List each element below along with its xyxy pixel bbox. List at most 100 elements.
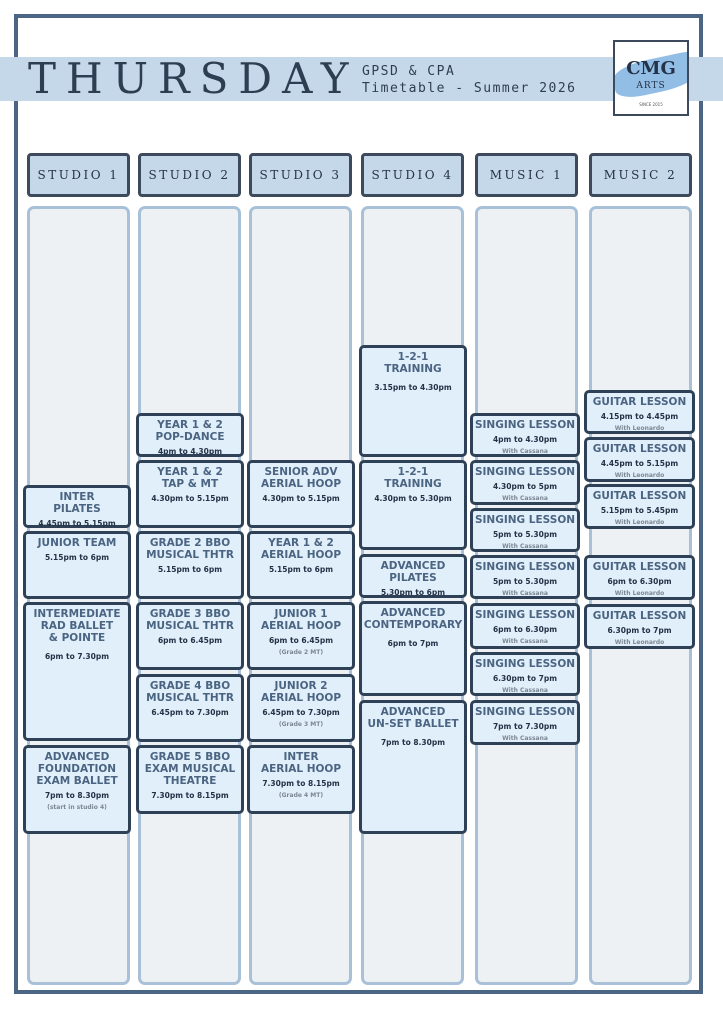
class-time: 5pm to 5.30pm xyxy=(492,530,558,539)
class-note: (Grade 3 MT) xyxy=(278,721,324,728)
class-title: GUITAR LESSON xyxy=(592,490,687,502)
class-title: AERIAL HOOP xyxy=(260,692,342,704)
class-time: 5.15pm to 6pm xyxy=(157,565,223,574)
class-title: AERIAL HOOP xyxy=(260,478,342,490)
logo-main: CMG xyxy=(626,58,676,79)
class-title: UN-SET BALLET xyxy=(367,718,459,730)
class-time: 6pm to 6.30pm xyxy=(607,577,672,586)
class-title: ADVANCED xyxy=(44,751,110,763)
class-time: 5.15pm to 5.45pm xyxy=(600,506,679,515)
class-title: GUITAR LESSON xyxy=(592,396,687,408)
class-title: MUSICAL THTR xyxy=(146,692,234,704)
page-frame xyxy=(14,14,703,994)
class-title: GRADE 3 BBO xyxy=(149,608,231,620)
class-title: INTER xyxy=(283,751,319,763)
logo-since: SINCE 2015 xyxy=(639,102,663,107)
class-time: 6pm to 7.30pm xyxy=(44,652,110,661)
class-title: GUITAR LESSON xyxy=(592,610,687,622)
class-title: EXAM MUSICAL xyxy=(144,763,236,775)
class-time: 4.30pm to 5.30pm xyxy=(374,494,452,503)
class-title: PILATES xyxy=(53,503,101,515)
class-time: 6.30pm to 7pm xyxy=(607,626,672,635)
class-title: INTER xyxy=(59,491,95,503)
class-title: SINGING LESSON xyxy=(474,609,576,621)
class-title: TRAINING xyxy=(384,478,442,490)
class-title: JUNIOR 1 xyxy=(274,608,328,620)
class-title: SINGING LESSON xyxy=(474,706,576,718)
class-note: (Grade 4 MT) xyxy=(278,792,324,799)
class-title: AERIAL HOOP xyxy=(260,549,342,561)
class-time: 7pm to 7.30pm xyxy=(492,722,558,731)
class-title: YEAR 1 & 2 xyxy=(268,537,334,549)
class-note: With Cassana xyxy=(502,735,548,742)
class-time: 4.30pm to 5.15pm xyxy=(262,494,340,503)
class-title: GUITAR LESSON xyxy=(592,443,687,455)
column-header-5: MUSIC 1 xyxy=(475,153,578,197)
class-title: 1-2-1 xyxy=(397,351,429,363)
logo-sub: ARTS xyxy=(636,81,666,91)
class-time: 4.45pm to 5.15pm xyxy=(38,519,116,528)
class-time: 7pm to 8.30pm xyxy=(44,791,110,800)
class-title: JUNIOR TEAM xyxy=(37,537,117,549)
subtitle-line-1: GPSD & CPA xyxy=(362,64,456,79)
class-time: 7.30pm to 8.15pm xyxy=(151,791,229,800)
class-title: ADVANCED xyxy=(380,607,446,619)
class-title: FOUNDATION xyxy=(37,763,117,775)
class-note: (start in studio 4) xyxy=(47,804,107,811)
class-title: EXAM BALLET xyxy=(36,775,118,787)
class-time: 6.45pm to 7.30pm xyxy=(262,708,340,717)
class-title: ADVANCED xyxy=(380,560,446,572)
class-note: With Cassana xyxy=(502,543,548,550)
class-time: 5pm to 5.30pm xyxy=(492,577,558,586)
class-time: 3.15pm to 4.30pm xyxy=(374,383,452,392)
class-note: With Cassana xyxy=(502,638,548,645)
class-time: 6.30pm to 7pm xyxy=(492,674,558,683)
class-title: GRADE 5 BBO xyxy=(149,751,231,763)
class-title: GRADE 4 BBO xyxy=(149,680,231,692)
class-title: AERIAL HOOP xyxy=(260,763,342,775)
class-title: JUNIOR 2 xyxy=(274,680,328,692)
class-time: 6pm to 6.30pm xyxy=(492,625,558,634)
class-note: With Cassana xyxy=(502,687,548,694)
class-note: With Leonardo xyxy=(614,590,665,597)
class-title: RAD BALLET xyxy=(40,620,114,632)
class-title: THEATRE xyxy=(163,775,217,787)
class-note: With Cassana xyxy=(502,495,548,502)
class-note: With Leonardo xyxy=(614,519,665,526)
class-title: SENIOR ADV xyxy=(264,466,338,478)
class-title: AERIAL HOOP xyxy=(260,620,342,632)
class-title: GRADE 2 BBO xyxy=(149,537,231,549)
